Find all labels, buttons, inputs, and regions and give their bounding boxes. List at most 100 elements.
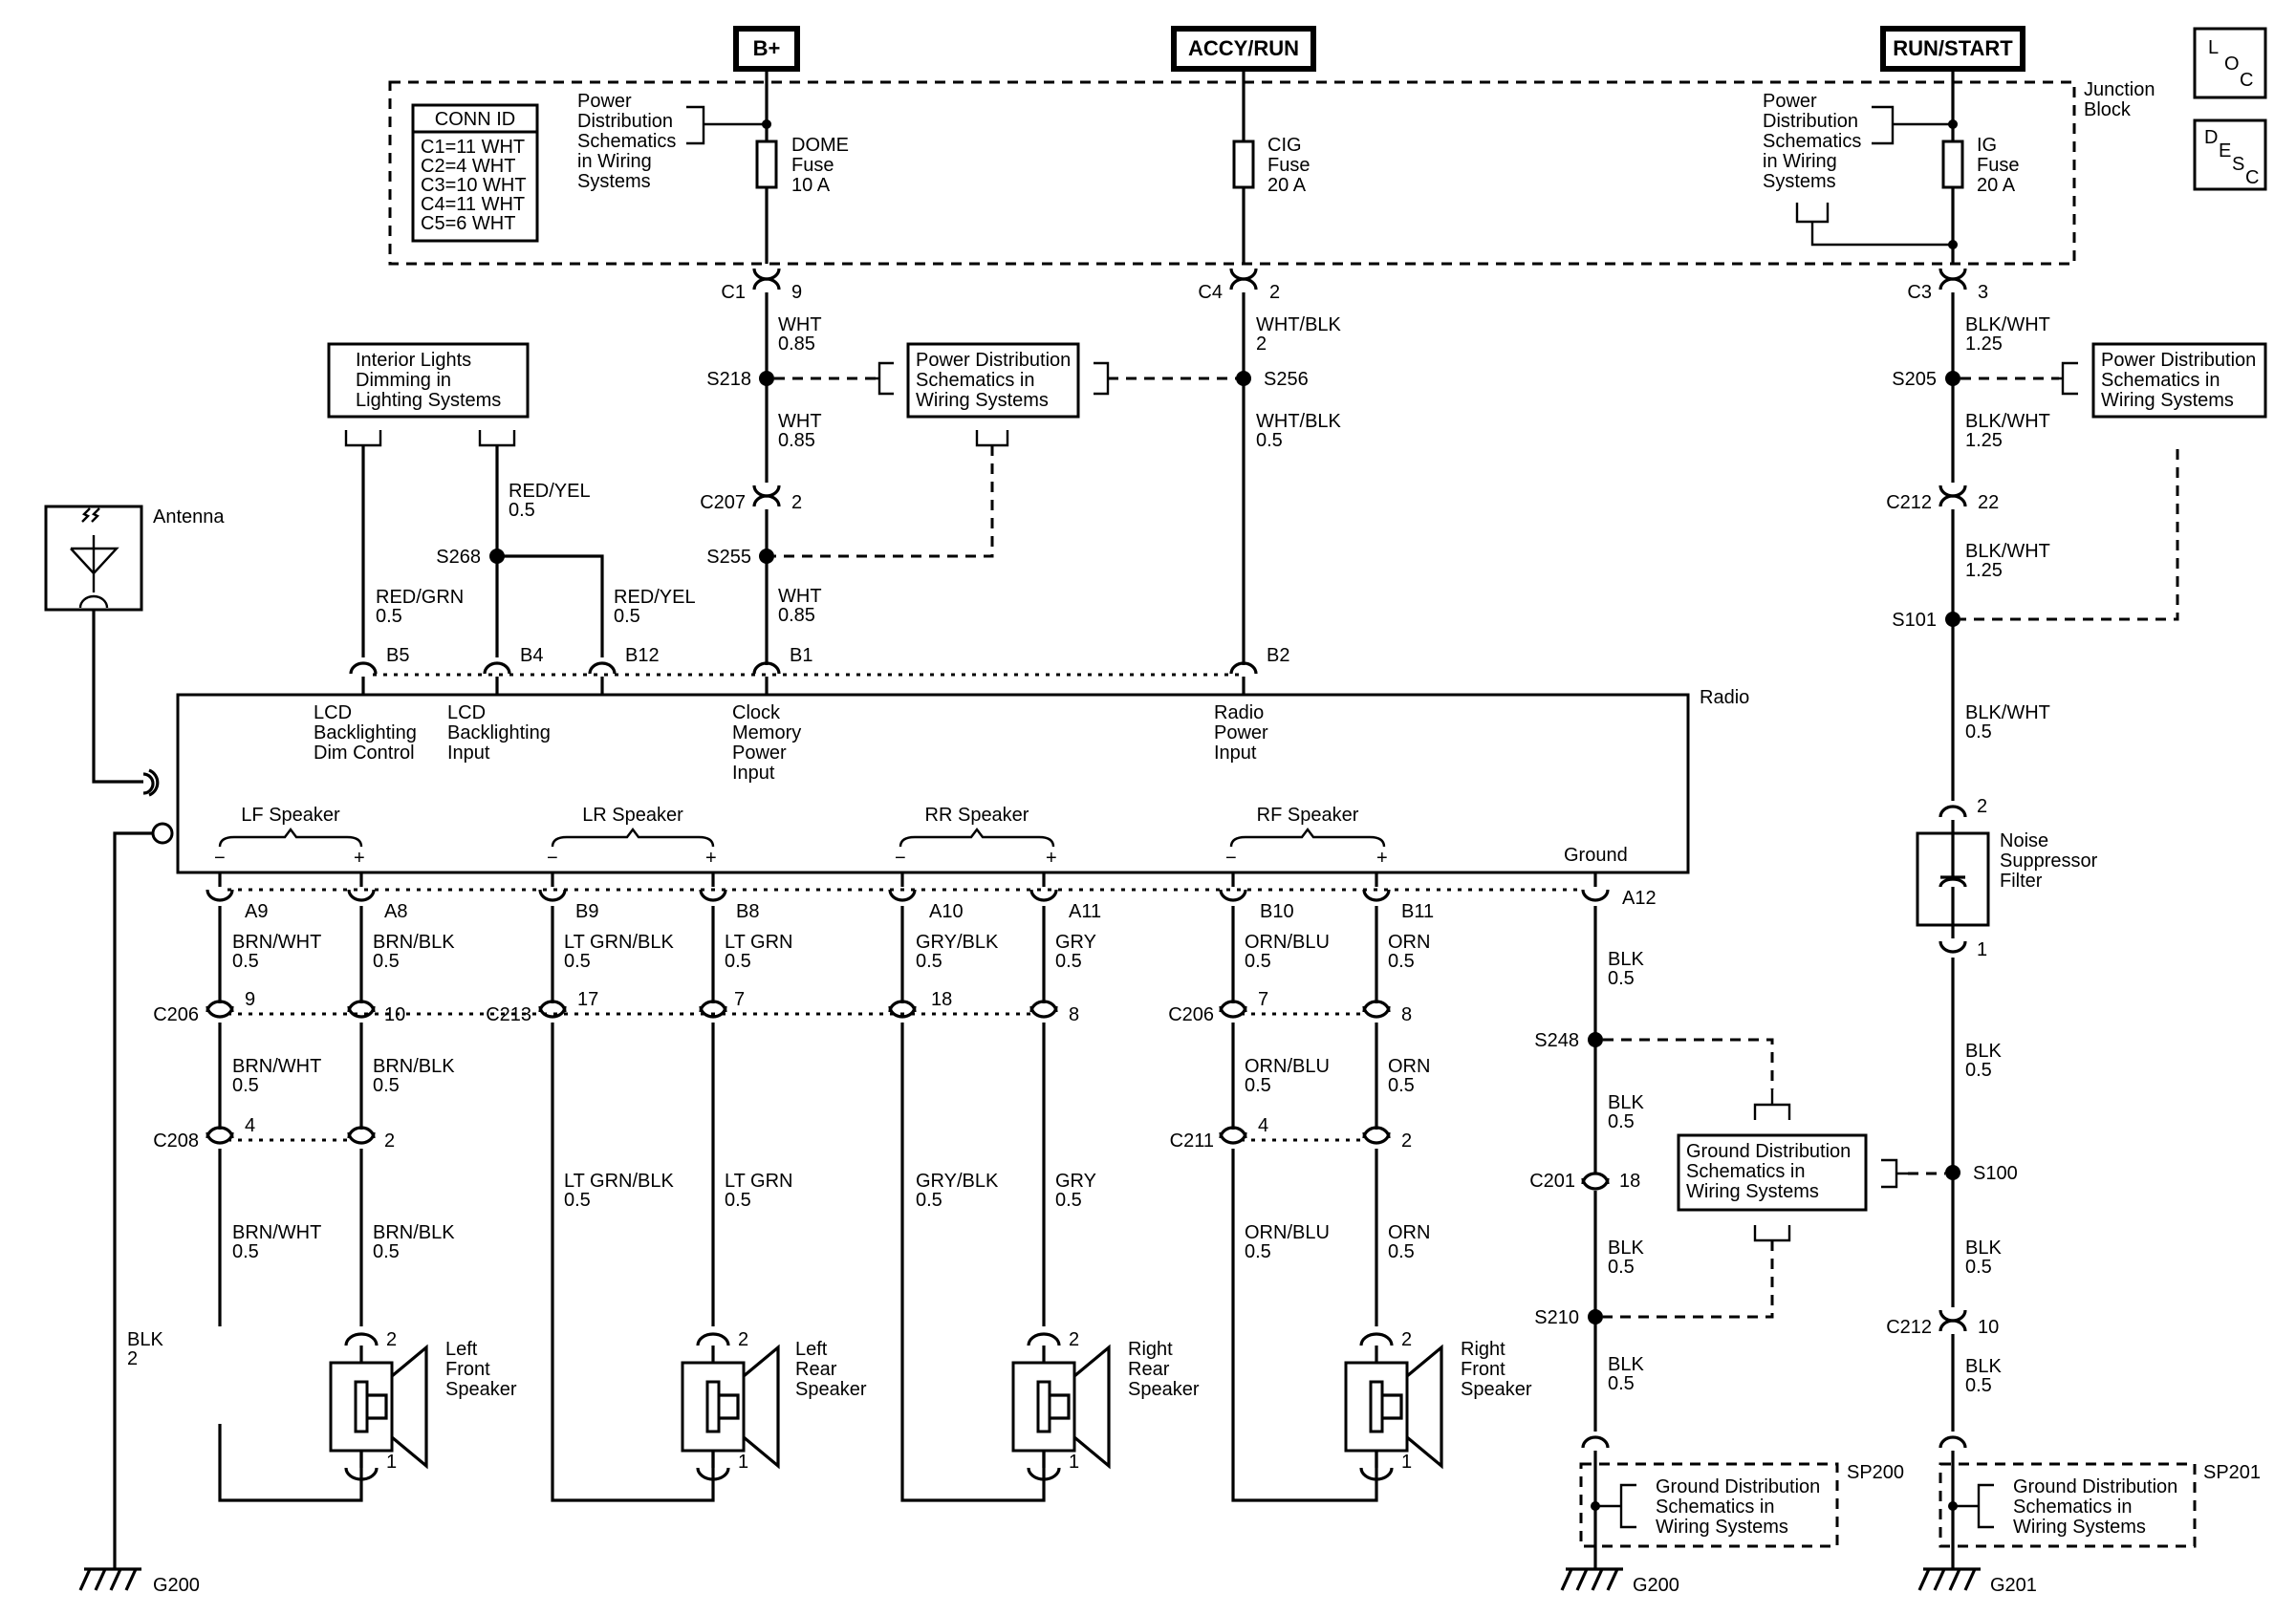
wire-blkwht-2: BLK/WHT <box>1965 411 2050 432</box>
cig-fuse-label: CIG <box>1267 135 1302 156</box>
sp201-label: SP201 <box>2203 1462 2261 1483</box>
svg-text:Backlighting: Backlighting <box>314 722 417 743</box>
svg-text:2: 2 <box>1256 334 1267 355</box>
sp201-outline <box>1939 1462 2197 1548</box>
wire-orn-1: ORN <box>1388 932 1430 953</box>
svg-text:0.5: 0.5 <box>1965 1375 1992 1396</box>
connector-c212-top: C212 <box>1886 492 1932 513</box>
svg-text:Filter: Filter <box>2000 871 2043 892</box>
svg-text:0.5: 0.5 <box>1245 1241 1271 1262</box>
antenna-label: Antenna <box>153 506 225 528</box>
svg-text:2: 2 <box>384 1130 395 1152</box>
svg-text:2: 2 <box>1401 1329 1412 1350</box>
svg-text:Front: Front <box>445 1359 490 1380</box>
ground-g200-right-symbol <box>1560 1567 1623 1591</box>
svg-text:LT GRN: LT GRN <box>725 1171 793 1192</box>
right-rear-speaker-label: Right <box>1128 1339 1173 1360</box>
pin-b2: B2 <box>1267 645 1289 666</box>
left-rear-speaker <box>681 1332 780 1481</box>
svg-text:Speaker: Speaker <box>1128 1379 1200 1400</box>
svg-text:Front: Front <box>1461 1359 1505 1380</box>
wire-wht-2: WHT <box>778 411 822 432</box>
svg-text:in Wiring: in Wiring <box>577 151 652 172</box>
svg-text:ORN/BLU: ORN/BLU <box>1245 1056 1330 1077</box>
splice-s218 <box>759 371 774 386</box>
pin-b5: B5 <box>386 645 409 666</box>
svg-text:Power Distribution: Power Distribution <box>2101 350 2256 371</box>
svg-text:Input: Input <box>1214 743 1257 764</box>
run-start-label: RUN/START <box>1893 36 2013 60</box>
input-lcd-dim: LCD <box>314 702 352 723</box>
svg-text:Input: Input <box>447 743 490 764</box>
svg-text:BRN/BLK: BRN/BLK <box>373 1056 455 1077</box>
svg-text:Interior Lights: Interior Lights <box>356 350 471 371</box>
splice-s255 <box>759 549 774 564</box>
wire-ornblu-1: ORN/BLU <box>1245 932 1330 953</box>
pin-a9: A9 <box>245 901 268 922</box>
svg-text:S268: S268 <box>436 547 481 568</box>
svg-text:+: + <box>1046 848 1057 869</box>
svg-text:0.5: 0.5 <box>232 951 259 972</box>
svg-text:4: 4 <box>1258 1115 1268 1136</box>
svg-text:E: E <box>2219 140 2231 162</box>
svg-text:C4=11 WHT: C4=11 WHT <box>421 194 525 215</box>
wire-blk-c212: BLK <box>1965 1356 2002 1377</box>
svg-text:0.5: 0.5 <box>1055 951 1082 972</box>
ground-g201-label: G201 <box>1990 1575 2037 1596</box>
svg-text:0.5: 0.5 <box>1608 1111 1635 1132</box>
location-icon[interactable]: L O C <box>2193 27 2267 99</box>
description-icon[interactable]: D E S C <box>2193 118 2267 191</box>
antenna-jack <box>142 772 155 795</box>
accy-run-supply-box: ACCY/RUN <box>1171 26 1316 72</box>
svg-text:C: C <box>2240 70 2253 91</box>
ground-g201-symbol <box>1917 1567 1981 1591</box>
svg-text:0.5: 0.5 <box>373 951 400 972</box>
svg-text:Fuse: Fuse <box>1977 155 2019 176</box>
svg-text:Block: Block <box>2084 99 2132 120</box>
svg-text:Ground Distribution: Ground Distribution <box>1686 1141 1851 1162</box>
wire-ltgrn-1: LT GRN <box>725 932 793 953</box>
svg-text:Fuse: Fuse <box>1267 155 1310 176</box>
connector-c211: C211 <box>1170 1130 1214 1152</box>
wire-blk-c201: BLK <box>1608 1238 1644 1259</box>
svg-text:C: C <box>2245 167 2259 188</box>
connector-c208: C208 <box>153 1130 199 1152</box>
svg-text:−: − <box>547 848 558 869</box>
radio-label: Radio <box>1700 687 1749 708</box>
svg-text:Schematics in: Schematics in <box>916 370 1035 391</box>
noise-suppressor-label: Noise <box>2000 830 2048 851</box>
svg-text:0.5: 0.5 <box>373 1241 400 1262</box>
wire-whtblk-2: WHT/BLK <box>1256 411 1342 432</box>
pin-b1: B1 <box>790 645 812 666</box>
connector-c207: C207 <box>700 492 746 513</box>
svg-text:1.25: 1.25 <box>1965 430 2003 451</box>
svg-text:Wiring Systems: Wiring Systems <box>1686 1181 1819 1202</box>
svg-text:0.5: 0.5 <box>1245 951 1271 972</box>
svg-text:0.85: 0.85 <box>778 605 815 626</box>
junction-block-outline <box>388 80 2076 266</box>
svg-text:0.5: 0.5 <box>1388 1075 1415 1096</box>
svg-text:S101: S101 <box>1892 610 1937 631</box>
svg-text:18: 18 <box>1619 1171 1640 1192</box>
input-clock: Clock <box>732 702 781 723</box>
svg-text:S210: S210 <box>1534 1307 1579 1328</box>
wire-whtblk-1: WHT/BLK <box>1256 314 1342 335</box>
svg-text:Speaker: Speaker <box>795 1379 867 1400</box>
svg-text:Rear: Rear <box>1128 1359 1170 1380</box>
svg-text:2: 2 <box>1069 1329 1079 1350</box>
svg-text:RR Speaker: RR Speaker <box>925 805 1029 826</box>
svg-text:LR Speaker: LR Speaker <box>582 805 683 826</box>
pin-b10: B10 <box>1260 901 1294 922</box>
svg-text:Wiring Systems: Wiring Systems <box>1656 1517 1788 1538</box>
svg-text:0.85: 0.85 <box>778 430 815 451</box>
pin-b11: B11 <box>1401 901 1434 922</box>
svg-text:9: 9 <box>791 282 802 303</box>
rf-speaker-output: RF Speaker − + <box>1225 805 1388 869</box>
lr-speaker-output: LR Speaker − + <box>547 805 717 869</box>
svg-text:−: − <box>214 848 226 869</box>
rr-speaker-output: RR Speaker − + <box>895 805 1057 869</box>
svg-text:ORN/BLU: ORN/BLU <box>1245 1222 1330 1243</box>
svg-text:2: 2 <box>1269 282 1280 303</box>
svg-text:S100: S100 <box>1973 1163 2018 1184</box>
svg-text:in Wiring: in Wiring <box>1763 151 1837 172</box>
